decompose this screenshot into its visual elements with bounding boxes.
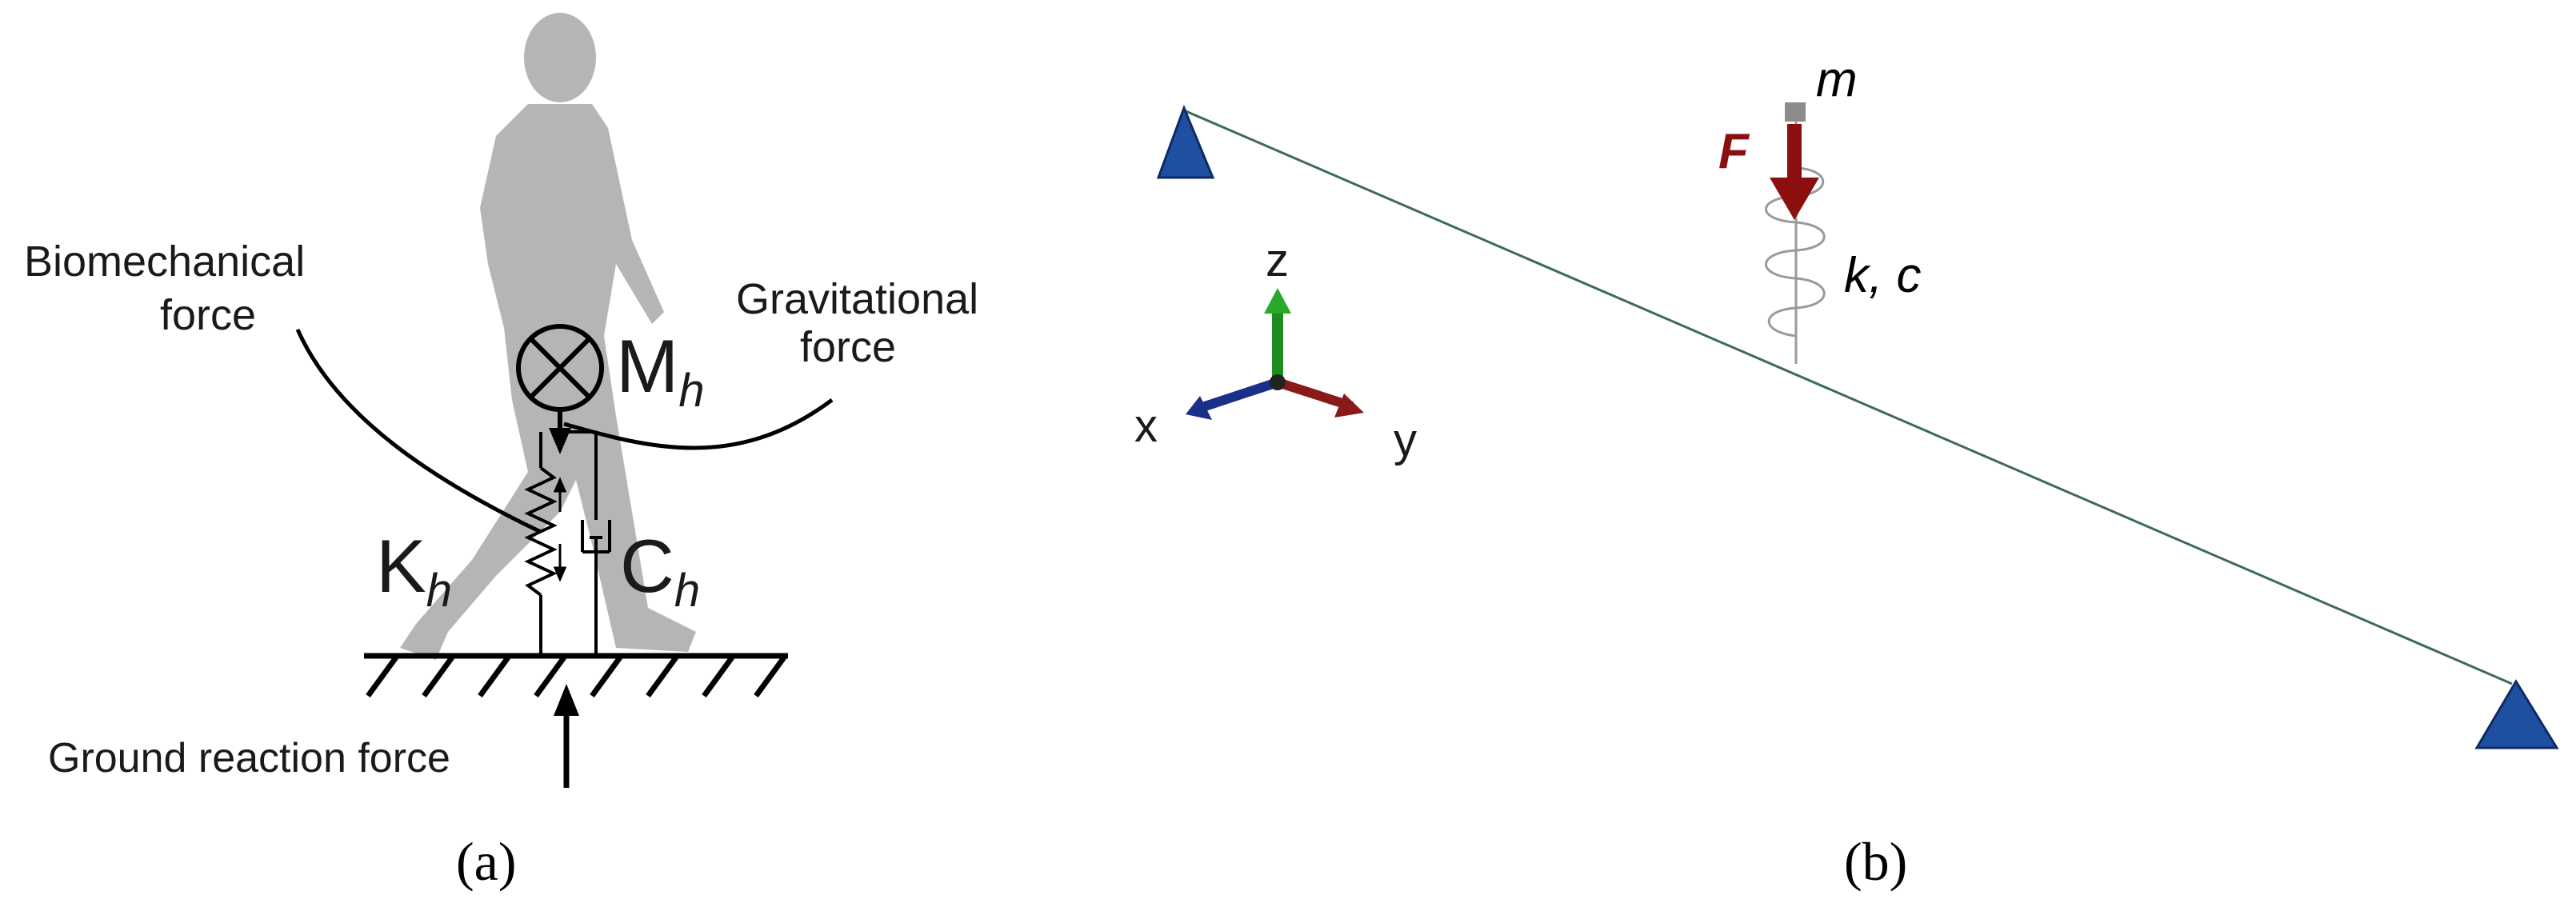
- force-f-label: F: [1718, 124, 1750, 179]
- left-support-triangle: [1156, 104, 1215, 179]
- force-arrow: [1770, 124, 1819, 220]
- right-support-triangle: [2474, 679, 2559, 749]
- panel-b: m F k, c z x y (b): [1134, 52, 2559, 892]
- ground-hatching: [364, 653, 788, 698]
- ground-reaction-arrow: [554, 684, 579, 788]
- mass-label: Mh: [616, 324, 705, 417]
- gravitational-label-line1: Gravitational: [736, 275, 978, 323]
- damper-symbol: [560, 430, 611, 656]
- caption-b: (b): [1844, 831, 1907, 892]
- mass-block: [1785, 102, 1806, 122]
- biomechanical-label-line1: Biomechanical: [24, 238, 305, 286]
- caption-a: (a): [456, 831, 516, 892]
- axis-z-label: z: [1266, 234, 1289, 286]
- internal-force-arrows: [553, 477, 567, 582]
- gravity-arrow: [549, 410, 571, 454]
- mass-m-label: m: [1816, 52, 1858, 107]
- axis-y-label: y: [1394, 414, 1417, 466]
- spring-damper-label: k, c: [1844, 248, 1921, 303]
- ground-reaction-label: Ground reaction force: [48, 735, 450, 781]
- damping-label: Ch: [620, 524, 700, 617]
- panel-a: Biomechanical force Gravitational force …: [24, 13, 978, 892]
- gravitational-label-line2: force: [800, 323, 896, 371]
- gravitational-leader: [563, 398, 834, 450]
- stiffness-label: Kh: [376, 524, 452, 617]
- axis-triad: [1186, 288, 1364, 420]
- biomechanical-label-line2: force: [160, 291, 256, 339]
- beam: [1183, 109, 2513, 685]
- axis-x-label: x: [1134, 400, 1158, 452]
- biomechanical-leader: [295, 328, 542, 534]
